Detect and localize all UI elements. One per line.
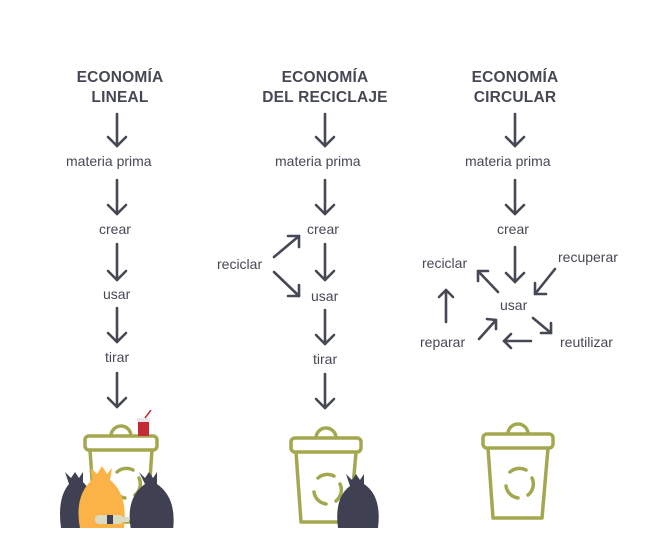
- garbage-bag-icon: [78, 466, 125, 528]
- arrow-down-right-icon: [272, 270, 301, 298]
- arrow-up-right-icon: [272, 234, 301, 259]
- arrow-up-right-icon: [477, 317, 498, 341]
- step-label: materia prima: [66, 153, 152, 169]
- step-label: crear: [497, 221, 529, 237]
- title-line1: ECONOMÍA: [471, 69, 559, 86]
- title-line1: ECONOMÍA: [281, 69, 369, 86]
- arrow-left-icon: [502, 332, 533, 350]
- arrow-up-left-icon: [476, 269, 500, 294]
- title-linear-economy: ECONOMÍA LINEAL: [40, 68, 200, 108]
- title-circular-economy: ECONOMÍA CIRCULAR: [435, 68, 595, 108]
- step-label: usar: [103, 286, 131, 302]
- title-recycling-economy: ECONOMÍA DEL RECICLAJE: [240, 68, 410, 108]
- arrow-down-right-icon: [531, 316, 553, 335]
- title-line2: LINEAL: [91, 89, 149, 106]
- step-label: materia prima: [275, 153, 361, 169]
- step-label: materia prima: [465, 153, 551, 169]
- arrow-down-icon: [106, 112, 128, 148]
- arrow-down-left-icon: [533, 267, 557, 296]
- recycle-label: reciclar: [217, 256, 263, 272]
- cycle-label-reuse: reutilizar: [560, 334, 613, 350]
- cycle-label-repair: reparar: [420, 334, 466, 350]
- step-label: usar: [500, 297, 528, 313]
- arrow-down-icon: [314, 178, 336, 216]
- arrow-down-icon: [504, 178, 526, 216]
- arrow-down-icon: [106, 306, 128, 344]
- garbage-bag-icon: [337, 474, 379, 528]
- title-line2: DEL RECICLAJE: [262, 89, 388, 106]
- cycle-label-recycle: reciclar: [422, 255, 468, 271]
- arrow-down-icon: [314, 308, 336, 346]
- arrow-down-icon: [314, 112, 336, 148]
- arrow-down-icon: [314, 372, 336, 410]
- arrow-down-icon: [106, 371, 128, 409]
- step-label: tirar: [313, 351, 338, 367]
- step-label: crear: [307, 221, 339, 237]
- step-label: crear: [99, 221, 131, 237]
- title-line1: ECONOMÍA: [76, 69, 164, 86]
- bottle-icon: [95, 515, 129, 524]
- recycle-bin-with-bag-icon: [289, 426, 379, 528]
- arrow-down-icon: [106, 178, 128, 216]
- arrow-up-icon: [437, 288, 455, 324]
- cycle-label-recover: recuperar: [558, 249, 618, 265]
- garbage-bag-icon: [129, 472, 174, 528]
- title-line2: CIRCULAR: [473, 89, 557, 106]
- recycle-bin-icon: [481, 422, 555, 520]
- arrow-down-icon: [314, 242, 336, 282]
- trash-bin-with-garbage-bags-icon: [60, 410, 174, 528]
- arrow-down-icon: [504, 112, 526, 148]
- step-label: usar: [311, 288, 339, 304]
- step-label: tirar: [105, 349, 130, 365]
- arrow-down-icon: [504, 245, 526, 284]
- arrow-down-icon: [106, 242, 128, 282]
